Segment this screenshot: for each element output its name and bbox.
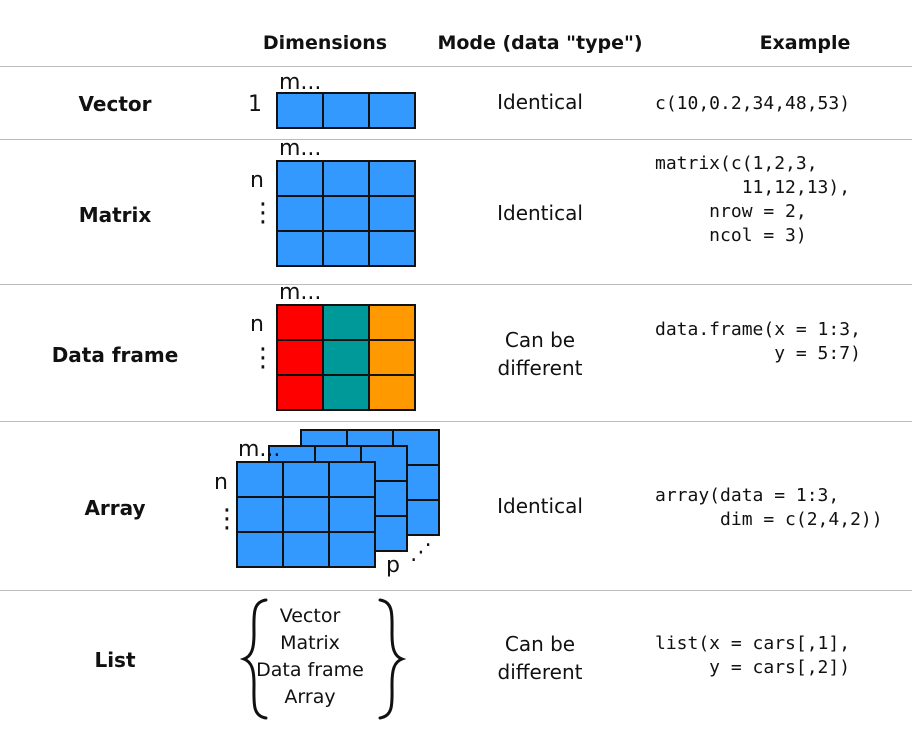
dim-label-n: n <box>214 470 228 495</box>
code-list: list(x = cars[,1], y = cars[,2]) <box>655 633 851 678</box>
matrix-grid <box>276 160 416 267</box>
vertical-dots: ⋮ <box>250 343 276 373</box>
header-separator <box>0 66 912 67</box>
mode-vector: Identical <box>497 90 583 114</box>
list-item: Data frame <box>256 659 364 681</box>
array-stack <box>236 429 440 568</box>
dim-label-m: m... <box>279 280 322 305</box>
code-vector: c(10,0.2,34,48,53) <box>655 93 851 114</box>
row-name-list: List <box>94 648 136 672</box>
row-separator <box>0 421 912 422</box>
dim-label-m: m... <box>279 136 322 161</box>
row-separator <box>0 590 912 591</box>
dim-label-m: m... <box>238 437 281 462</box>
list-item: Vector <box>279 605 341 627</box>
header-example: Example <box>759 32 851 54</box>
dim-label-n: n <box>250 312 264 337</box>
left-brace <box>239 598 268 720</box>
row-separator <box>0 139 912 140</box>
row-name-vector: Vector <box>78 92 152 116</box>
row-separator <box>0 284 912 285</box>
list-contents: Vector Matrix Data frame Array <box>240 603 380 711</box>
header-dimensions: Dimensions <box>262 32 388 54</box>
dim-label-n: n <box>250 168 264 193</box>
code-array: array(data = 1:3, dim = c(2,4,2)) <box>655 485 883 530</box>
dim-label-m: m... <box>279 70 322 95</box>
row-name-data-frame: Data frame <box>51 343 179 367</box>
array-layer-front <box>236 461 376 568</box>
dim-label-p: p <box>386 553 400 578</box>
vector-grid <box>276 92 416 129</box>
list-item: Array <box>284 686 336 708</box>
code-matrix: matrix(c(1,2,3, 11,12,13), nrow = 2, nco… <box>655 153 851 246</box>
list-item: Matrix <box>280 632 340 654</box>
vertical-dots: ⋮ <box>250 198 276 228</box>
row-name-array: Array <box>84 496 146 520</box>
right-brace <box>378 598 407 720</box>
vertical-dots: ⋮ <box>214 504 240 534</box>
diagonal-dots: ⋰ <box>410 540 432 565</box>
data-frame-grid <box>276 304 416 411</box>
code-data-frame: data.frame(x = 1:3, y = 5:7) <box>655 319 861 364</box>
mode-array: Identical <box>497 494 583 518</box>
mode-matrix: Identical <box>497 201 583 225</box>
header-mode: Mode (data "type") <box>437 32 643 54</box>
row-name-matrix: Matrix <box>78 203 152 227</box>
dim-label-one: 1 <box>248 92 262 117</box>
